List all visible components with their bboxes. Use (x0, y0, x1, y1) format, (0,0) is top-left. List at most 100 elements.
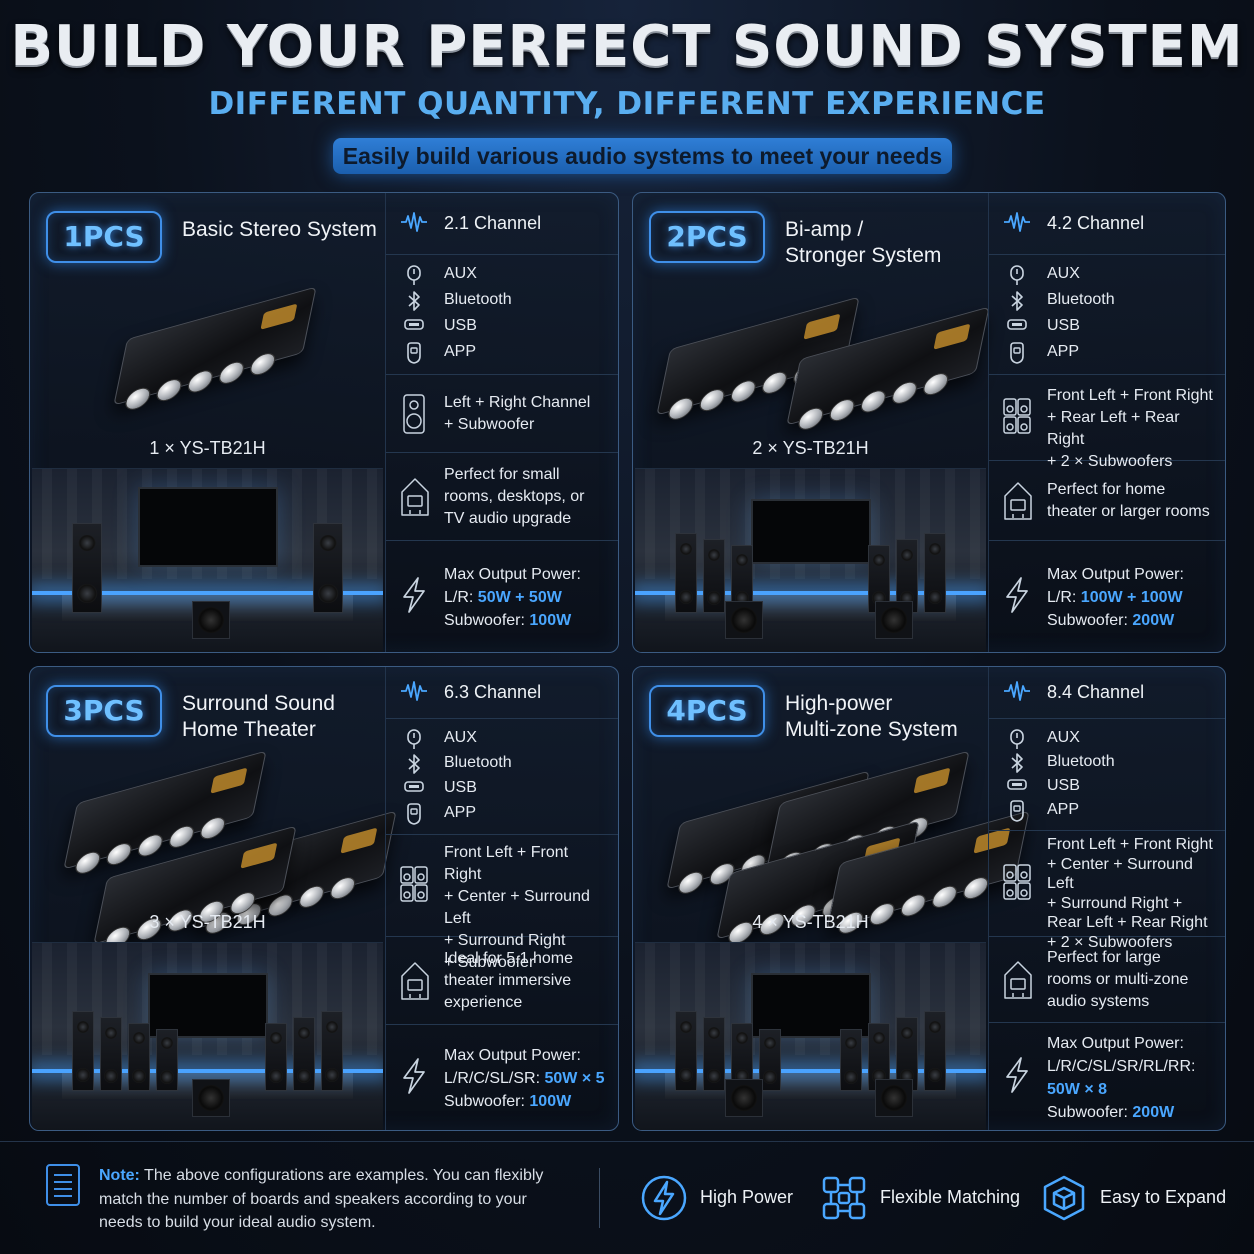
tower-speaker (72, 1011, 94, 1091)
subwoofer (875, 1079, 913, 1117)
wall-panel (117, 943, 127, 1056)
wall-panel (42, 943, 52, 1056)
speaker-config-section: Left + Right Channel+ Subwoofer (386, 375, 618, 453)
speaker-config-section: Front Left + Front Right+ Rear Left + Re… (989, 375, 1225, 470)
control-knob (185, 367, 215, 396)
speaker-layout-icon (400, 394, 428, 440)
input-item-aux: AUX (386, 263, 618, 287)
power-label: Max Output Power: (1047, 566, 1184, 583)
tower-speaker (759, 1029, 781, 1091)
use-case-line: rooms or multi-zone (1047, 971, 1189, 988)
usb-icon (400, 778, 428, 799)
input-label: AUX (1047, 265, 1080, 282)
power-prefix: Subwoofer: (1047, 1103, 1133, 1121)
config-line: + Center + Surround Left (1047, 855, 1193, 893)
aux-plug-icon (400, 728, 428, 755)
tower-speaker (675, 533, 697, 613)
wall-panel (870, 469, 880, 579)
input-item-bluetooth: Bluetooth (989, 751, 1225, 775)
control-knob (676, 868, 706, 897)
tower-speaker (924, 1011, 946, 1091)
wall-panel (292, 469, 302, 579)
wall-panel (367, 943, 377, 1056)
lightning-icon (400, 576, 428, 620)
channel-section: 4.2 Channel (989, 193, 1225, 255)
input-label: Bluetooth (444, 754, 512, 771)
tower-speaker (265, 1023, 287, 1091)
quantity-badge: 2PCS (649, 211, 765, 263)
knob-row (796, 370, 951, 433)
power-line: Subwoofer: 200W (1047, 1101, 1215, 1124)
input-label: AUX (444, 729, 477, 746)
amplifier-board-image (60, 745, 397, 952)
input-label: APP (444, 343, 477, 360)
wall-panel (367, 469, 377, 579)
waveform-icon (1003, 681, 1031, 707)
speaker-config-text: Front Left + Front Right+ Center + Surro… (1047, 835, 1215, 952)
wall-panel (42, 469, 52, 579)
system-name-line: High-power (785, 692, 893, 715)
use-case-line: theater immersive (444, 972, 572, 989)
amplifier-board-image (663, 735, 1030, 947)
power-value: 50W × 8 (1047, 1080, 1108, 1098)
config-line: + Center + Surround Left (444, 888, 590, 927)
floor-light (32, 1069, 383, 1073)
model-label: 1 × YS-TB21H (149, 438, 266, 458)
power-prefix: Subwoofer: (444, 612, 530, 629)
lightning-icon (1003, 1056, 1031, 1100)
control-knob (961, 874, 991, 903)
system-name: Bi-amp /Stronger System (785, 217, 985, 269)
wall-panel (670, 469, 680, 579)
channel-section: 8.4 Channel (989, 667, 1225, 719)
config-line: Rear Left + Rear Right (1047, 914, 1208, 932)
input-item-usb: USB (989, 315, 1225, 339)
input-label: APP (1047, 343, 1080, 360)
config-line: + Rear Left + Rear Right (1047, 409, 1180, 448)
power-value: 100W (529, 1093, 572, 1110)
input-label: Bluetooth (1047, 753, 1115, 770)
wall-panel (920, 943, 930, 1056)
input-label: Bluetooth (1047, 291, 1115, 308)
wall-panel (970, 943, 980, 1056)
subwoofer (875, 601, 913, 639)
board-chip (260, 303, 298, 330)
control-knob (167, 822, 196, 851)
feature-label: High Power (700, 1187, 794, 1207)
usb-icon (1003, 776, 1031, 797)
power-label: Max Output Power: (1047, 1034, 1184, 1052)
tower-speaker (321, 1011, 343, 1091)
tower-speaker (156, 1029, 178, 1091)
input-item-usb: USB (989, 775, 1225, 799)
waveform-icon (400, 681, 428, 707)
bluetooth-icon (400, 290, 428, 317)
wall-panel (342, 469, 352, 579)
television (147, 973, 268, 1038)
app-phone-icon (400, 342, 428, 369)
channel-label: 6.3 Channel (444, 682, 542, 702)
system-name: Basic Stereo System (182, 217, 382, 243)
config-line: + Subwoofer (444, 416, 535, 433)
channel-section: 2.1 Channel (386, 193, 618, 255)
wall-panel (92, 943, 102, 1056)
control-knob (697, 386, 727, 414)
input-item-aux: AUX (989, 263, 1225, 287)
home-theater-photo (32, 468, 383, 652)
subwoofer (192, 601, 230, 639)
subwoofer (725, 601, 763, 639)
bluetooth-icon (1003, 290, 1031, 317)
wall-panel (695, 943, 705, 1056)
channel-label: 2.1 Channel (444, 213, 542, 233)
bluetooth-icon (400, 753, 428, 780)
footer-divider (0, 1141, 1254, 1142)
input-label: AUX (444, 265, 477, 282)
aux-plug-icon (400, 264, 428, 291)
